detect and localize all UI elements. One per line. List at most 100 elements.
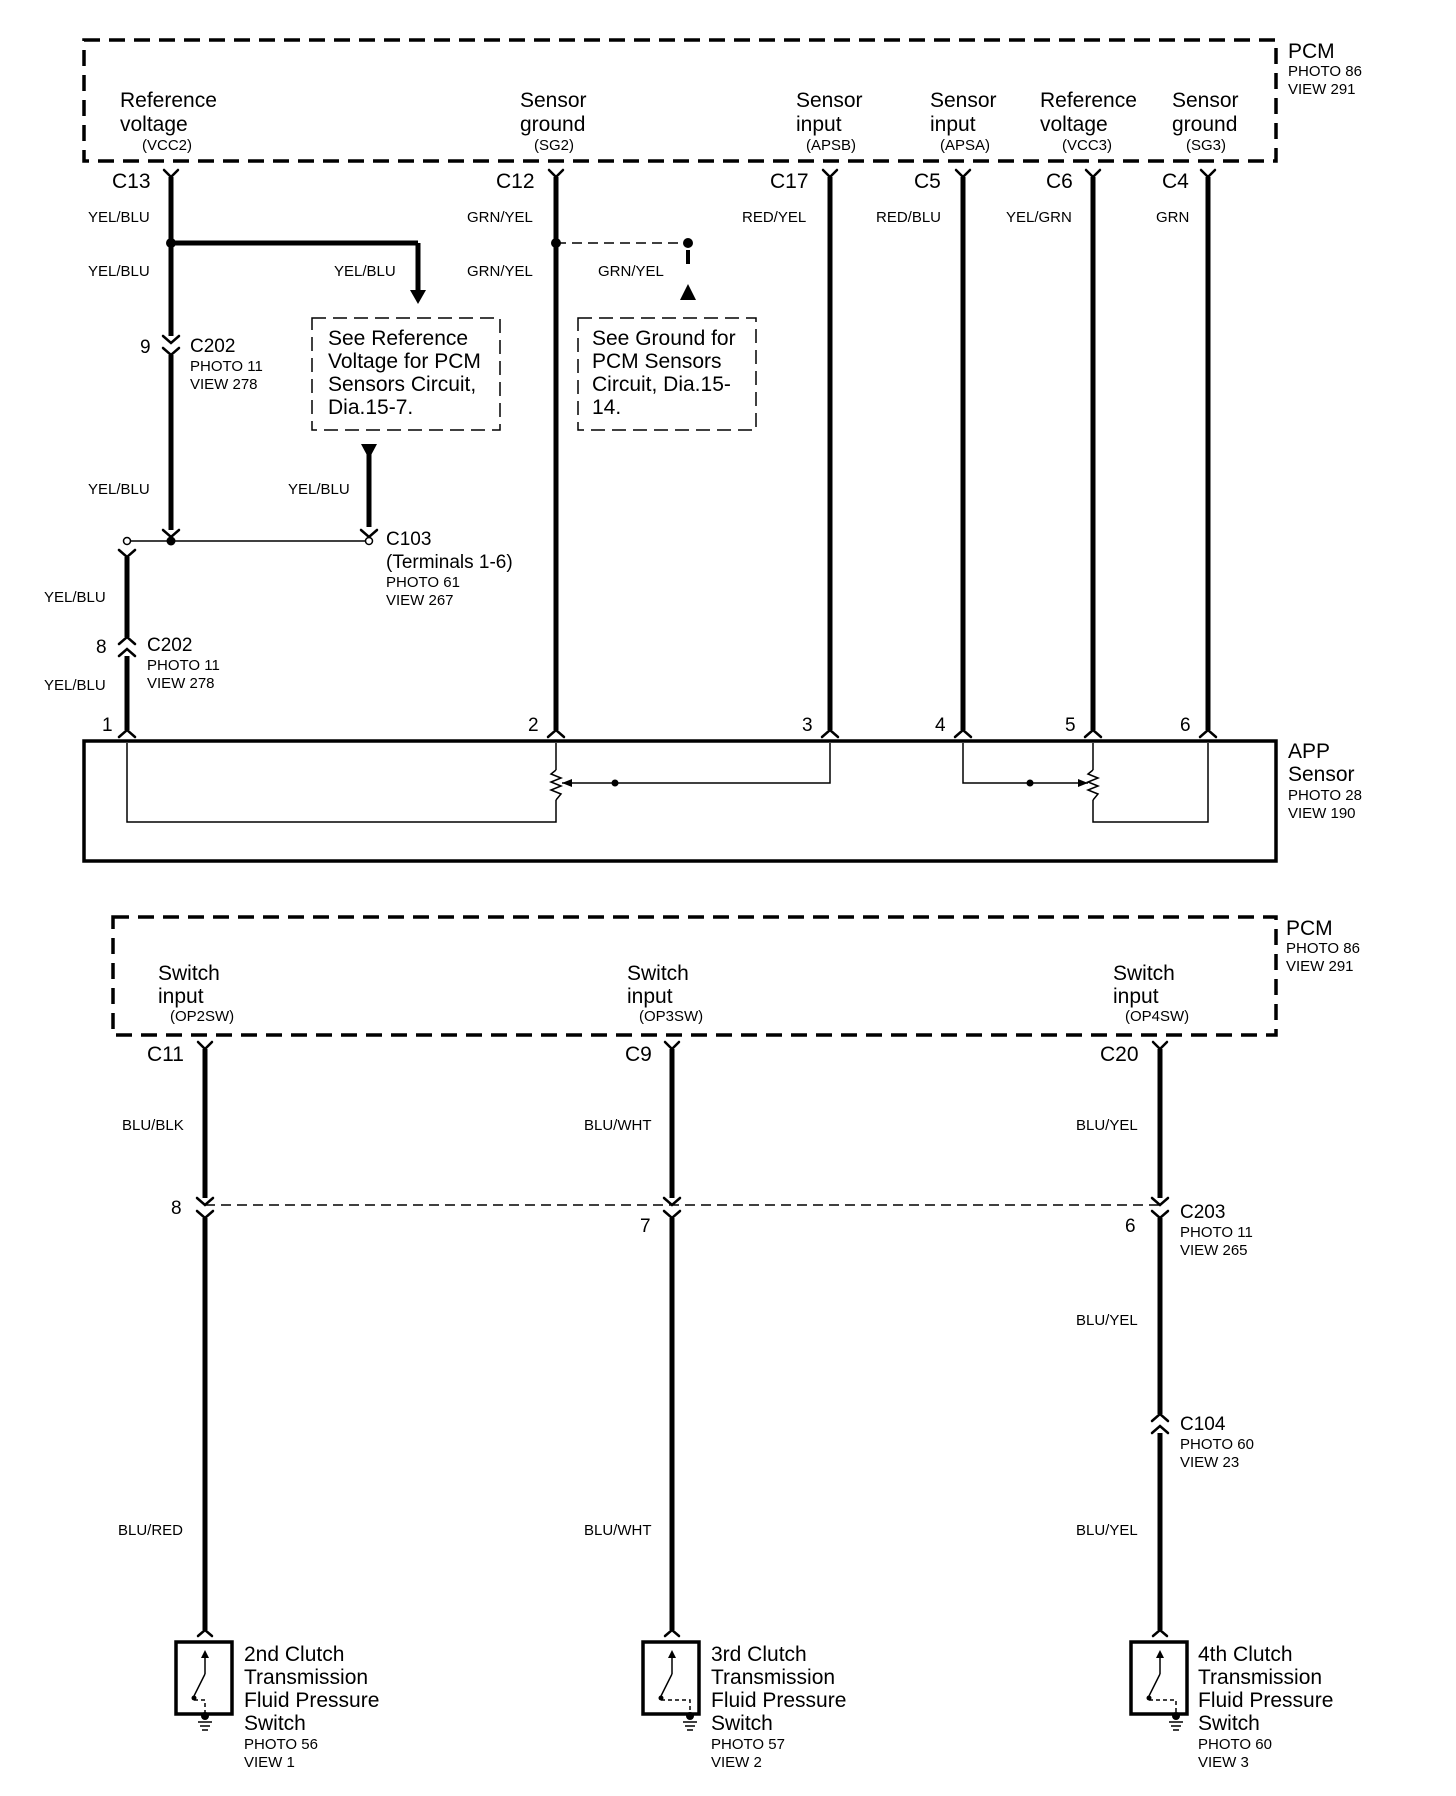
- switch-label: 4th Clutch: [1198, 1643, 1293, 1666]
- wire-color: GRN/YEL: [467, 209, 533, 226]
- pcm-bottom-terminal-op4sw: Switch input (OP4SW): [1113, 962, 1189, 1025]
- diagram-label: (OP4SW): [1125, 1008, 1189, 1025]
- diagram-label: Switch: [158, 962, 220, 985]
- switch-label: Fluid Pressure: [711, 1689, 846, 1712]
- terminal-signal: (APSA): [940, 137, 990, 154]
- pin-label: C12: [496, 170, 535, 193]
- arrow-up-icon: [680, 284, 696, 300]
- switch-2nd-clutch: 2nd Clutch Transmission Fluid Pressure S…: [174, 1628, 379, 1771]
- terminal-signal: (VCC2): [142, 137, 192, 154]
- c203-photo: PHOTO 11: [1180, 1224, 1253, 1241]
- terminal-signal: (VCC3): [1062, 137, 1112, 154]
- pin-label: C13: [112, 170, 151, 193]
- c103-photo: PHOTO 61: [386, 574, 460, 591]
- wire-color: BLU/YEL: [1076, 1117, 1138, 1134]
- pcm-top-view: VIEW 291: [1288, 81, 1356, 98]
- diagram-label: Circuit, Dia.15-: [592, 373, 731, 396]
- wire-color: RED/BLU: [876, 209, 941, 226]
- wire-color: GRN/YEL: [467, 263, 533, 280]
- c103-junction: C103 (Terminals 1-6) PHOTO 61 VIEW 267: [117, 528, 513, 609]
- app-pin-5: 5: [1065, 715, 1076, 736]
- arrow-down-icon: [410, 290, 426, 304]
- switch-label: Transmission: [1198, 1666, 1322, 1689]
- wire-color: BLU/YEL: [1076, 1312, 1138, 1329]
- terminal-label: voltage: [120, 113, 188, 136]
- c203-connector: 8 7 6 C203 PHOTO 11 VIEW 265: [171, 1196, 1253, 1259]
- diagram-label: See Ground for: [592, 327, 736, 350]
- switch-label: Fluid Pressure: [244, 1689, 379, 1712]
- reference-voltage-note: See Reference Voltage for PCM Sensors Ci…: [311, 317, 501, 431]
- app-sensor-view: VIEW 190: [1288, 805, 1356, 822]
- c202-lower-name: C202: [147, 635, 192, 656]
- wire-color: BLU/RED: [118, 1522, 183, 1539]
- app-pin-4: 4: [935, 715, 946, 736]
- diagram-label: 7: [640, 1216, 651, 1237]
- c104-view: VIEW 23: [1180, 1454, 1239, 1471]
- pin-label: C5: [914, 170, 941, 193]
- app-sensor-box: APP Sensor PHOTO 28 VIEW 190: [82, 739, 1362, 863]
- c203-view: VIEW 265: [1180, 1242, 1248, 1259]
- splice-dot: [166, 238, 176, 248]
- app-pin-forks: [117, 728, 1218, 739]
- app-sensor-internal: [126, 743, 1209, 823]
- ground-note: See Ground for PCM Sensors Circuit, Dia.…: [577, 317, 757, 431]
- c202-lower-photo: PHOTO 11: [147, 657, 220, 674]
- app-sensor-photo: PHOTO 28: [1288, 787, 1362, 804]
- c203-name: C203: [1180, 1202, 1225, 1223]
- wire-color: GRN: [1156, 209, 1189, 226]
- diagram-label: input: [158, 985, 204, 1008]
- c202-lower-connector: 8 C202 PHOTO 11 VIEW 278: [96, 635, 220, 692]
- wire-color: BLU/WHT: [584, 1522, 652, 1539]
- arrow-down-icon: [361, 444, 377, 459]
- diagram-label: 8: [171, 1198, 182, 1219]
- wire-color: YEL/BLU: [334, 263, 396, 280]
- pcm-top-terminal-apsb: Sensor input (APSB): [796, 89, 863, 154]
- wire-color: GRN/YEL: [598, 263, 664, 280]
- switch-photo: PHOTO 60: [1198, 1736, 1272, 1753]
- diagram-label: (OP2SW): [170, 1008, 234, 1025]
- c104-connector: C104 PHOTO 60 VIEW 23: [1150, 1412, 1254, 1471]
- pcm-bottom-terminal-op2sw: Switch input (OP2SW): [158, 962, 234, 1025]
- terminal-signal: (SG2): [534, 137, 574, 154]
- switch-label: Switch: [244, 1712, 306, 1735]
- wire-color: YEL/BLU: [88, 263, 150, 280]
- terminal-label: Reference: [120, 89, 217, 112]
- pcm-bottom-view: VIEW 291: [1286, 958, 1354, 975]
- switch-label: Transmission: [244, 1666, 368, 1689]
- pin-label: C17: [770, 170, 809, 193]
- switch-label: Switch: [711, 1712, 773, 1735]
- pin-label: C9: [625, 1043, 652, 1066]
- switch-photo: PHOTO 56: [244, 1736, 318, 1753]
- wire-color: YEL/BLU: [88, 481, 150, 498]
- bottom-wires: [202, 1049, 1163, 1630]
- pcm-top-terminal-apsa: Sensor input (APSA): [930, 89, 997, 154]
- c104-photo: PHOTO 60: [1180, 1436, 1254, 1453]
- app-pin-3: 3: [802, 715, 813, 736]
- pcm-top-photo: PHOTO 86: [1288, 63, 1362, 80]
- wire-color: YEL/BLU: [288, 481, 350, 498]
- terminal-label: voltage: [1040, 113, 1108, 136]
- switch-label: Fluid Pressure: [1198, 1689, 1333, 1712]
- switch-3rd-clutch: 3rd Clutch Transmission Fluid Pressure S…: [641, 1628, 846, 1771]
- pin-forks-bottom: [196, 1040, 1169, 1051]
- wire-color: BLU/YEL: [1076, 1522, 1138, 1539]
- terminal-label: input: [930, 113, 976, 136]
- c202-upper-name: C202: [190, 336, 235, 357]
- pcm-top-terminal-sg2: Sensor ground (SG2): [520, 89, 587, 154]
- c103-name: C103: [386, 529, 431, 550]
- diagram-label: input: [1113, 985, 1159, 1008]
- terminal-signal: (SG3): [1186, 137, 1226, 154]
- c202-upper-pin: 9: [140, 337, 151, 358]
- pcm-bottom-terminal-op3sw: Switch input (OP3SW): [627, 962, 703, 1025]
- wire-color: BLU/BLK: [122, 1117, 184, 1134]
- app-pin-1: 1: [102, 715, 113, 736]
- switch-view: VIEW 2: [711, 1754, 762, 1771]
- c202-upper-connector: 9 C202 PHOTO 11 VIEW 278: [140, 334, 263, 393]
- diagram-label: (OP3SW): [639, 1008, 703, 1025]
- terminal-label: Sensor: [930, 89, 997, 112]
- top-wires: [124, 177, 1211, 730]
- pcm-top-box: PCM PHOTO 86 VIEW 291: [82, 38, 1362, 163]
- wire-color: YEL/BLU: [44, 677, 106, 694]
- wire-color: BLU/WHT: [584, 1117, 652, 1134]
- pcm-bottom-title: PCM: [1286, 917, 1333, 940]
